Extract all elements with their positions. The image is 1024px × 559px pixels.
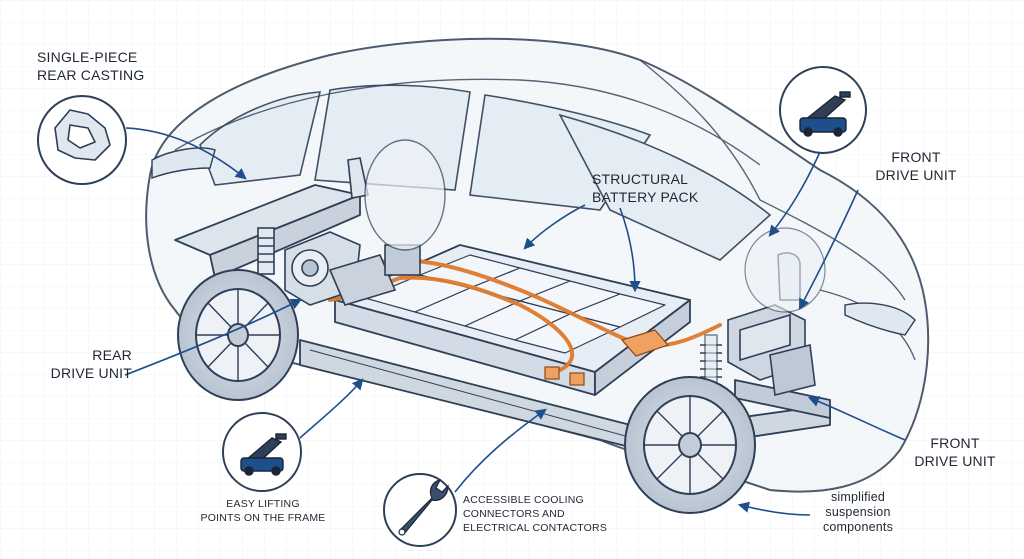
headlight (844, 302, 916, 336)
rear-wheel (177, 269, 299, 401)
taillight (151, 147, 216, 180)
floor-jack-icon (240, 433, 287, 476)
wrench-icon (398, 479, 449, 536)
lifting-callout (222, 412, 302, 492)
rear-casting-callout (37, 95, 127, 185)
rear-drive-unit-label: REAR DRIVE UNIT (50, 347, 132, 381)
front-drive-unit-label-bottom: FRONT DRIVE UNIT (914, 435, 996, 469)
far-front-wheel (744, 227, 826, 313)
front-wheel (624, 376, 756, 514)
casting-bracket-icon (54, 109, 111, 161)
suspension-label: simplified suspension components (822, 490, 894, 534)
floor-jack-icon (799, 91, 851, 137)
rear-drive-unit (284, 231, 421, 306)
cooling-connectors-label: ACCESSIBLE COOLING CONNECTORS AND ELECTR… (463, 494, 608, 534)
body-lines (174, 59, 916, 361)
junction-boxes (544, 329, 670, 386)
lifting-points-label: EASY LIFTING POINTS ON THE FRAME (200, 498, 326, 524)
leader-arrows (124, 127, 906, 516)
battery-pack-label: STRUCTURAL BATTERY PACK (592, 171, 699, 205)
front-drive-unit-label-top: FRONT DRIVE UNIT (875, 149, 957, 183)
rear-suspension (257, 157, 369, 275)
front-drive-unit (727, 304, 816, 396)
cooling-callout (383, 473, 457, 547)
front-drive-callout (779, 66, 867, 154)
rear-casting-label: SINGLE-PIECE REAR CASTING (37, 49, 145, 83)
far-wheel (364, 139, 446, 251)
